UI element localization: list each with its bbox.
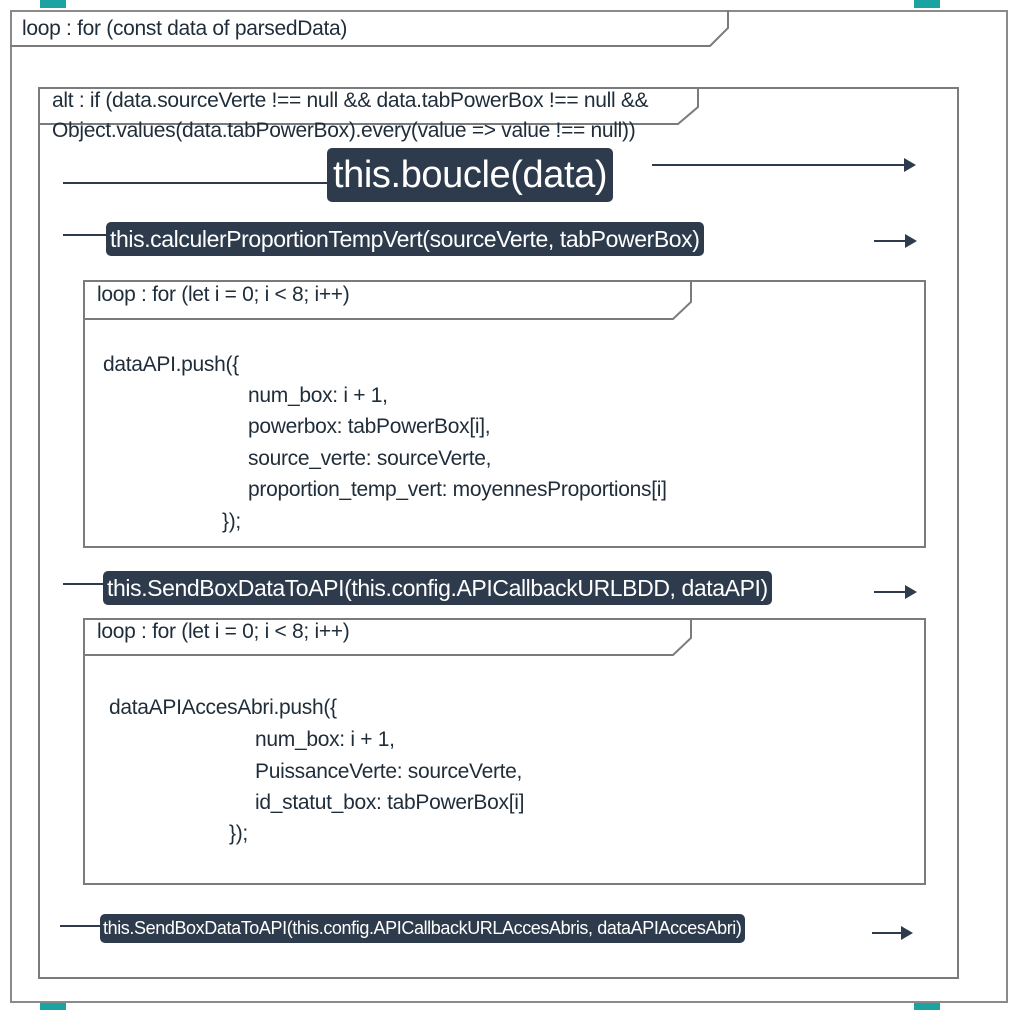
alt-label-line2: Object.values(data.tabPowerBox).every(va… xyxy=(52,119,636,142)
corner-marker xyxy=(40,1002,66,1010)
corner-marker xyxy=(40,0,66,8)
loop1-tab xyxy=(83,280,692,320)
loop1-code-line: }); xyxy=(222,510,241,533)
loop2-code-line: dataAPIAccesAbri.push({ xyxy=(109,696,337,719)
loop1-frame xyxy=(83,280,926,548)
send-abris-outgoing-arrow xyxy=(872,926,913,940)
loop1-code-line: num_box: i + 1, xyxy=(248,384,388,407)
loop2-code-line: }); xyxy=(229,822,248,845)
loop1-code-line: source_verte: sourceVerte, xyxy=(248,447,492,470)
loop2-code-line: PuissanceVerte: sourceVerte, xyxy=(255,760,523,783)
loop2-code-line: id_statut_box: tabPowerBox[i] xyxy=(255,791,525,814)
loop2-code-line: num_box: i + 1, xyxy=(255,728,395,751)
outer-loop-label: loop : for (const data of parsedData) xyxy=(22,17,348,40)
alt-tab xyxy=(38,87,699,125)
alt-label-line1: alt : if (data.sourceVerte !== null && d… xyxy=(52,89,649,112)
send-abris-call: this.SendBoxDataToAPI(this.config.APICal… xyxy=(100,914,745,943)
send-bdd-call: this.SendBoxDataToAPI(this.config.APICal… xyxy=(103,571,772,605)
boucle-call: this.boucle(data) xyxy=(327,148,614,202)
loop1-code-line: powerbox: tabPowerBox[i], xyxy=(248,415,491,438)
calculer-outgoing-arrow xyxy=(874,234,917,248)
send-abris-incoming-line xyxy=(60,925,102,927)
send-bdd-incoming-line xyxy=(63,583,105,585)
loop1-code-line: proportion_temp_vert: moyennesProportion… xyxy=(248,478,667,501)
outer-loop-frame xyxy=(10,10,1008,1003)
outer-loop-tab xyxy=(10,10,729,47)
loop2-frame xyxy=(83,618,926,885)
boucle-outgoing-arrow xyxy=(652,158,916,172)
calculer-incoming-line xyxy=(63,234,108,236)
corner-marker xyxy=(914,1002,940,1010)
calculer-call: this.calculerProportionTempVert(sourceVe… xyxy=(106,222,704,256)
alt-frame xyxy=(38,87,959,979)
loop2-tab xyxy=(83,618,692,656)
loop2-label: loop : for (let i = 0; i < 8; i++) xyxy=(97,620,350,643)
loop1-code-line: dataAPI.push({ xyxy=(103,353,239,376)
loop1-label: loop : for (let i = 0; i < 8; i++) xyxy=(97,283,350,306)
corner-marker xyxy=(914,0,940,8)
boucle-incoming-line xyxy=(63,182,329,184)
send-bdd-outgoing-arrow xyxy=(874,585,917,599)
